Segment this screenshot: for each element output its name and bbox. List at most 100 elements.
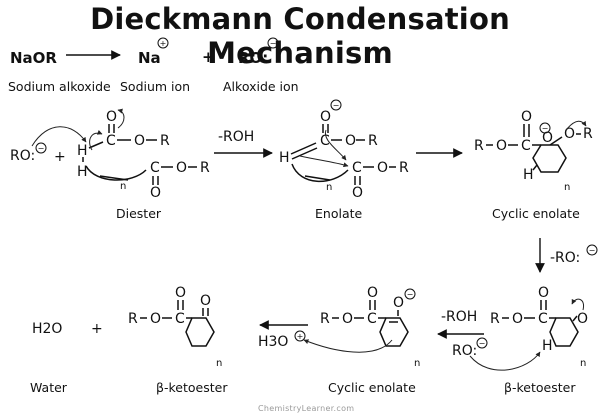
beta-ketoester-2-label: β-ketoester (156, 380, 228, 395)
svg-text:R: R (200, 160, 210, 176)
svg-text:C: C (175, 311, 185, 327)
sodium-alkoxide-label: Sodium alkoxide (8, 79, 111, 94)
step1-reagent: -ROH (218, 129, 254, 145)
svg-text:+: + (160, 39, 167, 48)
svg-text:R: R (320, 311, 330, 327)
diester-label: Diester (116, 206, 162, 221)
curved-arrow-enolate-oxygen (324, 129, 347, 161)
svg-text:−: − (542, 124, 549, 133)
svg-text:H: H (523, 167, 534, 183)
hydronium-positive-charge: + (294, 330, 306, 342)
svg-text:+: + (297, 332, 304, 341)
svg-text:R: R (368, 133, 378, 149)
svg-text:H: H (279, 150, 290, 166)
svg-text:C: C (521, 138, 531, 154)
curved-arrow-carbonyl (117, 108, 125, 129)
diester-structure: H C O O R H C O O R n (77, 109, 210, 201)
sodium-ion-formula: Na (138, 49, 161, 67)
sodium-ion-label: Sodium ion (120, 79, 191, 94)
svg-text:O: O (542, 130, 553, 146)
svg-text:R: R (160, 133, 170, 149)
svg-text:O: O (134, 133, 145, 149)
svg-text:O: O (106, 109, 117, 125)
enolate-label: Enolate (315, 206, 363, 221)
svg-text:C: C (352, 160, 362, 176)
cyclic-enolate-1-structure: R O C O O − O R H n (474, 109, 593, 193)
curved-arrow-enolate-attack (299, 155, 349, 168)
svg-text:O: O (377, 160, 388, 176)
svg-text:O: O (367, 285, 378, 301)
svg-text:O: O (538, 285, 549, 301)
curved-arrow-ch-bond (89, 130, 103, 151)
svg-text:O: O (342, 311, 353, 327)
svg-text:R: R (490, 311, 500, 327)
svg-text:O: O (175, 285, 186, 301)
svg-text:C: C (150, 160, 160, 176)
svg-text:RO:: RO: (10, 148, 35, 164)
plus-sign: + (202, 48, 215, 66)
svg-text:RO:: RO: (452, 343, 477, 359)
svg-text:H: H (77, 164, 88, 180)
svg-text:O: O (176, 160, 187, 176)
curved-arrow-protonation (303, 339, 393, 353)
cyclic-enolate-2-structure: R O C O O − n (320, 285, 420, 369)
svg-text:−: − (270, 39, 277, 48)
alkoxide-formula: RO: (238, 49, 269, 67)
svg-text:H: H (542, 338, 553, 354)
plus-sign: + (54, 149, 66, 165)
svg-text:O: O (512, 311, 523, 327)
curved-arrow-deprotonation-2 (469, 351, 541, 371)
svg-text:C: C (106, 133, 116, 149)
curved-arrow-elimination (565, 120, 587, 131)
page-title: Dieckmann Condensation Mechanism (90, 2, 510, 70)
alkoxide-base: RO: − (452, 337, 488, 359)
svg-text:C: C (367, 311, 377, 327)
svg-text:−: − (589, 246, 596, 255)
svg-text:O: O (150, 185, 161, 201)
svg-text:O: O (200, 293, 211, 309)
water-formula: H2O (32, 321, 62, 337)
svg-text:R: R (128, 311, 138, 327)
svg-text:n: n (580, 358, 586, 369)
enolate-structure: O − C O R H C O O R n (279, 99, 409, 201)
beta-ketoester-1-label: β-ketoester (504, 380, 576, 395)
svg-text:O: O (496, 138, 507, 154)
svg-text:−: − (407, 290, 414, 299)
svg-text:O: O (521, 109, 532, 125)
curved-arrow-deprotonation (31, 126, 87, 147)
watermark: ChemistryLearner.com (258, 404, 355, 413)
svg-text:R: R (399, 160, 409, 176)
svg-text:n: n (326, 182, 332, 193)
svg-text:R: R (474, 138, 484, 154)
svg-text:n: n (414, 358, 420, 369)
step4-reagent: -ROH (441, 309, 477, 325)
svg-text:C: C (538, 311, 548, 327)
svg-text:O: O (577, 311, 588, 327)
naor-formula: NaOR (10, 49, 57, 67)
svg-text:n: n (120, 181, 126, 192)
step3-reagent: -RO: (550, 250, 580, 266)
svg-text:O: O (352, 185, 363, 201)
svg-text:O: O (564, 126, 575, 142)
alkoxide-negative-charge: − (267, 37, 279, 49)
svg-text:−: − (333, 101, 340, 110)
beta-ketoester-2-structure: R O C O O n (128, 285, 222, 369)
svg-text:−: − (479, 339, 486, 348)
alkoxide-reactant: RO: − + (10, 142, 66, 165)
step3-negative-charge: − (586, 244, 598, 256)
plus-sign-water: + (91, 321, 103, 337)
svg-text:n: n (564, 182, 570, 193)
step5-reagent: H3O (258, 334, 288, 350)
svg-text:n: n (216, 358, 222, 369)
sodium-positive-charge: + (157, 37, 169, 49)
alkoxide-ion-label: Alkoxide ion (223, 79, 299, 94)
svg-text:−: − (38, 144, 45, 153)
cyclic-enolate-2-label: Cyclic enolate (328, 380, 416, 395)
water-label: Water (30, 380, 68, 395)
beta-ketoester-1-structure: R O C O O H n (490, 285, 588, 369)
svg-text:H: H (77, 143, 88, 159)
svg-text:O: O (345, 133, 356, 149)
cyclic-enolate-1-label: Cyclic enolate (492, 206, 580, 221)
svg-text:R: R (583, 126, 593, 142)
